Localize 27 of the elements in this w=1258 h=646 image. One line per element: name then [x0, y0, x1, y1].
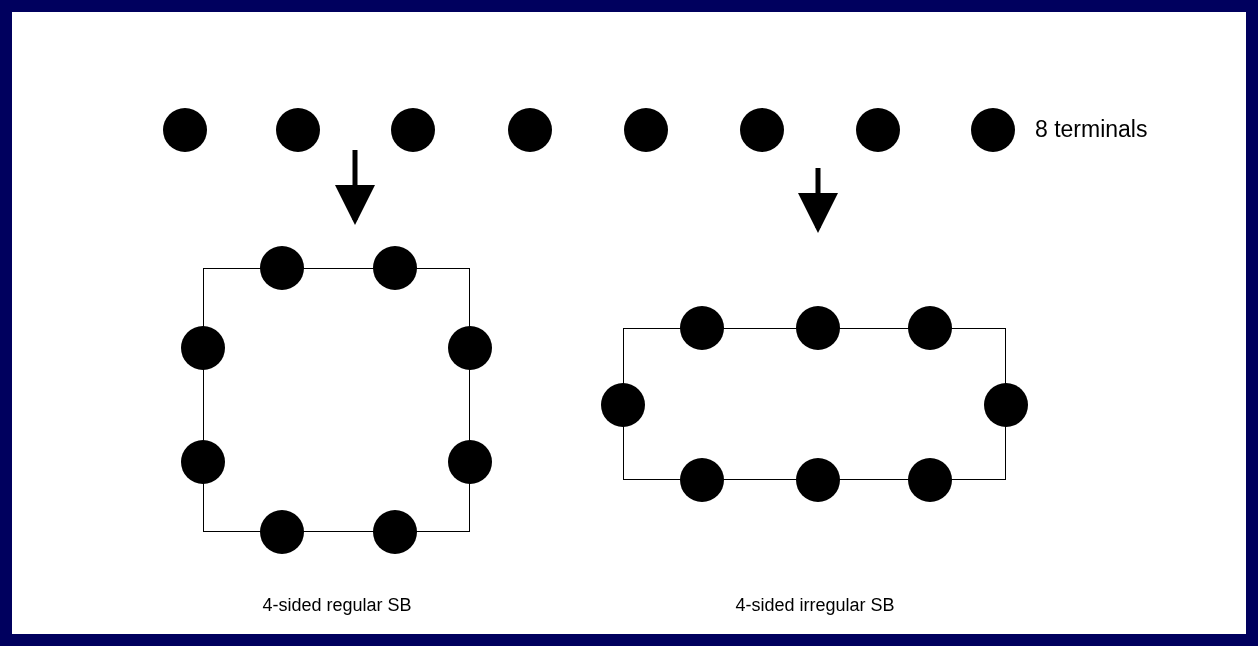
terminal-dot: [796, 458, 840, 502]
terminal-dot: [856, 108, 900, 152]
terminal-dot: [908, 306, 952, 350]
block-caption: 4-sided irregular SB: [735, 595, 895, 616]
terminal-dot: [984, 383, 1028, 427]
terminal-dot: [680, 306, 724, 350]
terminal-dot: [448, 440, 492, 484]
terminal-dot: [181, 326, 225, 370]
terminal-count-label: 8 terminals: [1035, 116, 1148, 143]
terminal-dot: [680, 458, 724, 502]
terminal-dot: [276, 108, 320, 152]
terminal-dot: [601, 383, 645, 427]
terminal-dot: [908, 458, 952, 502]
terminal-dot: [740, 108, 784, 152]
terminal-dot: [260, 510, 304, 554]
terminal-dot: [260, 246, 304, 290]
block-caption: 4-sided regular SB: [262, 595, 412, 616]
terminal-dot: [624, 108, 668, 152]
terminal-dot: [448, 326, 492, 370]
terminal-dot: [373, 246, 417, 290]
terminal-dot: [391, 108, 435, 152]
terminal-dot: [508, 108, 552, 152]
terminal-dot: [796, 306, 840, 350]
terminal-dot: [181, 440, 225, 484]
terminal-dot: [971, 108, 1015, 152]
terminal-dot: [373, 510, 417, 554]
terminal-dot: [163, 108, 207, 152]
